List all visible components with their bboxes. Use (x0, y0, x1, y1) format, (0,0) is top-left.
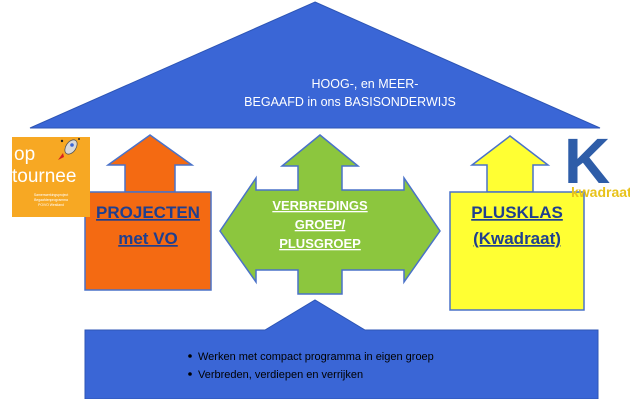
center-four-way-arrow (219, 134, 441, 295)
center-box-line3: PLUSGROEP (279, 236, 361, 251)
roof-title-line1: HOOG-, en MEER- (312, 77, 419, 91)
op-tournee-logo-small2: Begaafdenprogramma (34, 198, 68, 202)
bullet-dot-2 (188, 372, 192, 376)
op-tournee-logo-line1: op (14, 144, 35, 165)
kwadraat-logo: K kwadraat (564, 125, 630, 200)
left-box-line1: PROJECTEN (96, 203, 200, 222)
op-tournee-logo: op tournee Samenwerkingsproject Begaafde… (12, 137, 90, 217)
foundation-bullet-1: Werken met compact programma in eigen gr… (198, 351, 434, 363)
right-box-line2: (Kwadraat) (473, 229, 561, 248)
foundation-bullet-2: Verbreden, verdiepen en verrijken (198, 369, 363, 381)
op-tournee-logo-small1: Samenwerkingsproject (34, 193, 68, 197)
center-box-line2: GROEP/ (295, 217, 346, 232)
op-tournee-logo-line2: tournee (12, 166, 76, 187)
foundation-shape (84, 299, 599, 400)
kwadraat-logo-letter: K (564, 125, 610, 197)
left-up-arrow (105, 134, 195, 193)
op-tournee-logo-small3: PO/VO Westland (38, 203, 64, 207)
left-box (84, 191, 212, 291)
right-box-line1: PLUSKLAS (471, 203, 563, 222)
rocket-icon (58, 138, 80, 160)
right-up-arrow (469, 135, 551, 193)
right-box (449, 191, 585, 311)
kwadraat-logo-word: kwadraat (571, 184, 630, 200)
center-box-line1: VERBREDINGS (272, 198, 368, 213)
roof-shape (29, 1, 601, 129)
bullet-dot-1 (188, 354, 192, 358)
roof-title-line2: BEGAAFD in ons BASISONDERWIJS (244, 95, 456, 109)
op-tournee-logo-background (12, 137, 90, 217)
left-box-line2: met VO (118, 229, 178, 248)
